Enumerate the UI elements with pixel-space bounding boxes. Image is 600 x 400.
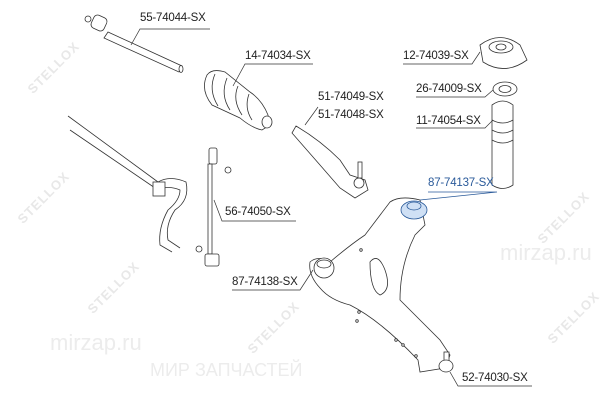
part-label-51-74048-sx[interactable]: 51-74048-SX xyxy=(318,109,384,121)
bump-stop-drawing xyxy=(491,100,514,189)
part-label-52-74030-sx[interactable]: 52-74030-SX xyxy=(462,372,528,384)
tie-rod-drawing xyxy=(84,14,184,73)
steering-boot-drawing xyxy=(204,70,273,131)
part-label-51-74049-sx[interactable]: 51-74049-SX xyxy=(318,91,384,103)
strut-bearing-drawing xyxy=(492,81,518,97)
part-label-87-74138-sx[interactable]: 87-74138-SX xyxy=(232,276,298,288)
part-label-56-74050-sx[interactable]: 56-74050-SX xyxy=(225,206,291,218)
part-label-14-74034-sx[interactable]: 14-74034-SX xyxy=(245,50,311,62)
part-label-55-74044-sx[interactable]: 55-74044-SX xyxy=(140,12,206,24)
part-label-11-74054-sx[interactable]: 11-74054-SX xyxy=(416,115,481,127)
watermark-site: mirzap.ru xyxy=(50,330,142,355)
leader-lines xyxy=(130,28,532,387)
part-label-87-74137-sx[interactable]: 87-74137-SX xyxy=(428,177,494,189)
watermark-site: mirzap.ru xyxy=(500,240,592,265)
watermark-text: МИР ЗАПЧАСТЕЙ xyxy=(150,360,303,380)
part-label-12-74039-sx[interactable]: 12-74039-SX xyxy=(403,50,469,62)
bushing-highlight-drawing xyxy=(400,200,428,220)
part-label-26-74009-sx[interactable]: 26-74009-SX xyxy=(416,83,482,95)
tie-rod-end-drawing xyxy=(291,125,369,199)
control-arm-drawing xyxy=(309,197,454,373)
stabilizer-link-drawing xyxy=(195,147,232,267)
strut-mount-drawing xyxy=(479,37,528,69)
stabilizer-bar-drawing xyxy=(67,115,188,253)
